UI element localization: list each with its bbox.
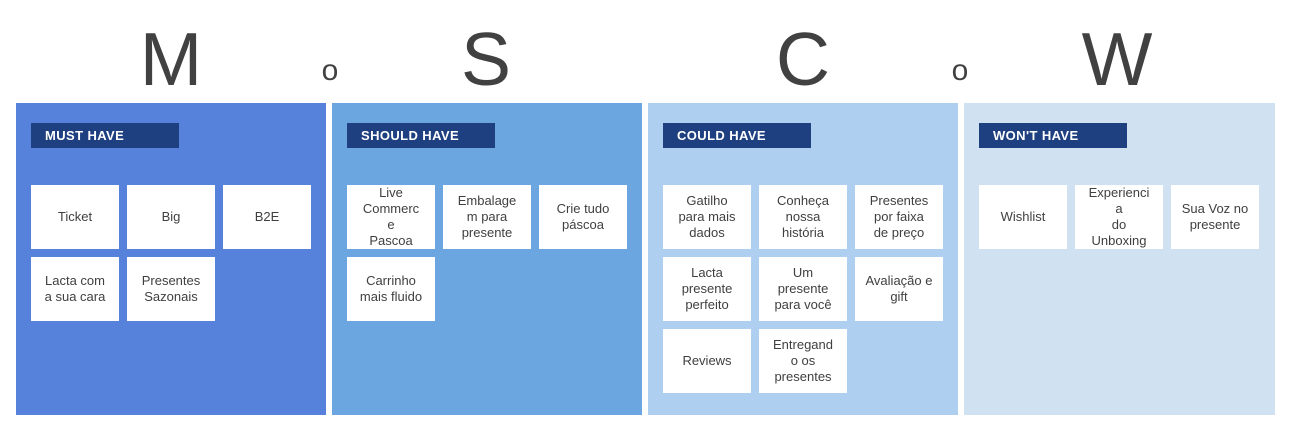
card[interactable]: Gatilho para mais dados bbox=[663, 185, 751, 249]
moscow-letter-o1: o bbox=[321, 54, 339, 87]
card[interactable]: Reviews bbox=[663, 329, 751, 393]
column-header-badge-wont-have: WON'T HAVE bbox=[979, 123, 1127, 148]
card[interactable]: Embalage m para presente bbox=[443, 185, 531, 249]
card[interactable]: Presentes por faixa de preço bbox=[855, 185, 943, 249]
moscow-letter-s: S bbox=[460, 17, 512, 101]
card[interactable]: Sua Voz no presente bbox=[1171, 185, 1259, 249]
card[interactable]: Crie tudo páscoa bbox=[539, 185, 627, 249]
card[interactable]: B2E bbox=[223, 185, 311, 249]
card[interactable]: Ticket bbox=[31, 185, 119, 249]
card[interactable]: Big bbox=[127, 185, 215, 249]
card[interactable]: Avaliação e gift bbox=[855, 257, 943, 321]
moscow-letter-o2: o bbox=[951, 54, 969, 87]
moscow-letter-c: C bbox=[775, 17, 831, 101]
card[interactable]: Carrinho mais fluido bbox=[347, 257, 435, 321]
moscow-title: M o S C o W bbox=[0, 0, 1296, 103]
column-header-badge-could-have: COULD HAVE bbox=[663, 123, 811, 148]
moscow-letter-m: M bbox=[139, 17, 203, 101]
card[interactable]: Um presente para você bbox=[759, 257, 847, 321]
card[interactable]: Entregand o os presentes bbox=[759, 329, 847, 393]
card[interactable]: Lacta presente perfeito bbox=[663, 257, 751, 321]
card[interactable]: Lacta com a sua cara bbox=[31, 257, 119, 321]
card[interactable]: Experienci a do Unboxing bbox=[1075, 185, 1163, 249]
card[interactable]: Presentes Sazonais bbox=[127, 257, 215, 321]
card[interactable]: Live Commerc e Pascoa bbox=[347, 185, 435, 249]
moscow-letter-w: W bbox=[1081, 17, 1153, 101]
column-header-badge-should-have: SHOULD HAVE bbox=[347, 123, 495, 148]
card[interactable]: Wishlist bbox=[979, 185, 1067, 249]
card[interactable]: Conheça nossa história bbox=[759, 185, 847, 249]
column-header-badge-must-have: MUST HAVE bbox=[31, 123, 179, 148]
